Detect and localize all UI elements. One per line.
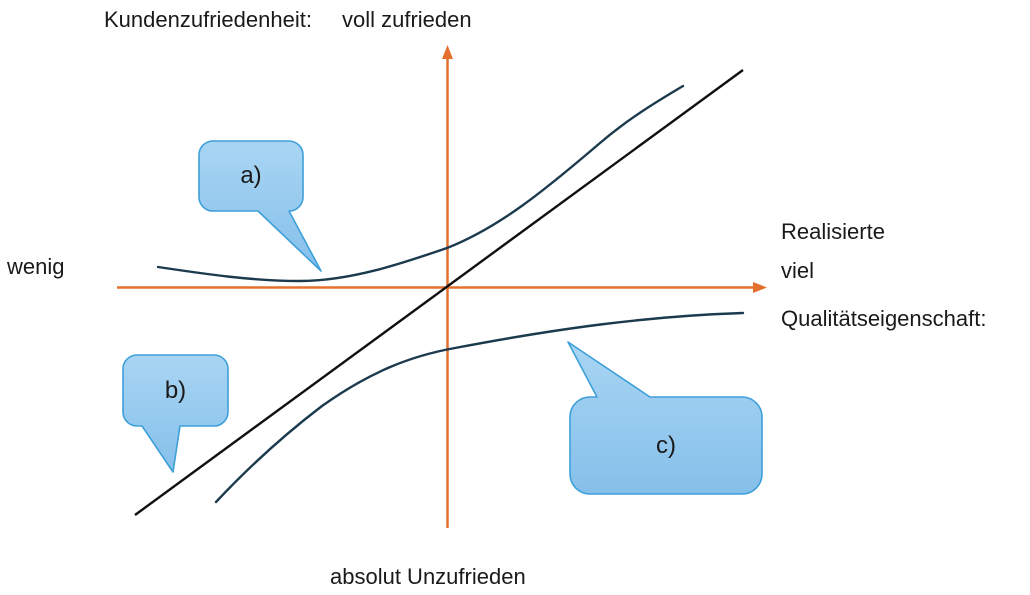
curve-a-upper — [156, 84, 685, 283]
callout-a-bubble — [198, 140, 322, 272]
curve-c-lower — [214, 311, 745, 504]
y-axis-arrowhead-icon — [442, 45, 453, 59]
callout-a-label: a) — [240, 162, 262, 189]
x-axis-title-line1: Realisierte — [781, 219, 885, 244]
y-axis-bottom-label: absolut Unzufrieden — [330, 564, 526, 589]
callout-b-bubble — [122, 354, 229, 473]
x-axis-title: Realisierte Qualitätseigenschaft: — [781, 161, 986, 389]
y-axis-title: Kundenzufriedenheit: — [104, 7, 312, 32]
y-axis-top-label: voll zufrieden — [342, 7, 472, 32]
x-axis-arrowhead-icon — [753, 282, 767, 293]
callout-c-bubble — [567, 341, 763, 495]
x-axis-right-label: viel — [781, 258, 815, 283]
x-axis-title-line2: Qualitätseigenschaft: — [781, 306, 987, 331]
line-b-performance — [134, 69, 744, 516]
x-axis-left-label: wenig — [7, 254, 65, 279]
callout-b-label: b) — [164, 376, 187, 404]
callout-c-label: c) — [656, 431, 676, 459]
